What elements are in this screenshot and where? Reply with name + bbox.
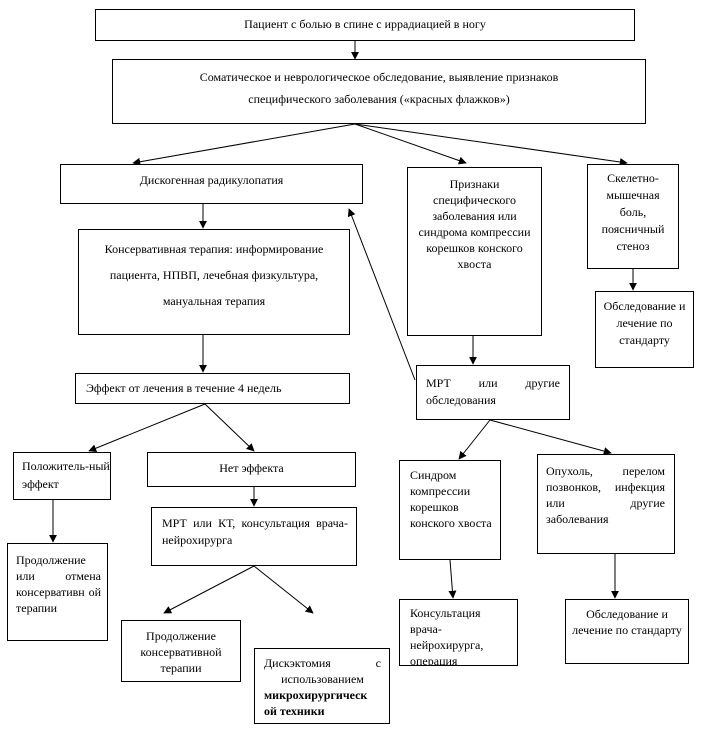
continue-conservative-text: Продолжение консервативной терапии <box>140 629 222 675</box>
standard-treatment-bottom-text: Обследование и лечение по стандарту <box>572 607 682 637</box>
specific-signs-text: Признаки специфического заболевания или … <box>418 177 531 271</box>
patient-box: Пациент с болью в спине с иррадиацией в … <box>95 9 635 41</box>
mri-other-box: МРТ или другие обследования <box>416 365 570 420</box>
neurosurgeon-consult-text: Консультация врача-нейрохирурга, операци… <box>410 606 484 666</box>
discectomy-box: Дискэктомия с использованием микрохирург… <box>254 648 390 724</box>
arrow-cauda-to-neurosurgeon <box>448 559 457 599</box>
arrow-effect-to-positive <box>88 403 206 453</box>
musculoskeletal-box: Скелетно-мышечная боль, поясничный стено… <box>587 164 679 269</box>
exam-text-line2: специфического заболевания («красных фла… <box>248 92 510 106</box>
effect-4-weeks-box: Эффект от лечения в течение 4 недель <box>75 373 350 404</box>
conservative-therapy-box: Консервативная терапия: информирование п… <box>78 229 350 335</box>
mri-other-text: МРТ или другие обследования <box>426 376 560 407</box>
continue-or-cancel-text: Продолжение или отмена консервативн ой т… <box>16 553 101 615</box>
standard-treatment-right-text: Обследование и лечение по стандарту <box>603 299 686 347</box>
musculoskeletal-text: Скелетно-мышечная боль, поясничный стено… <box>601 171 665 253</box>
continue-or-cancel-box: Продолжение или отмена консервативн ой т… <box>7 543 108 641</box>
discectomy-text-bold: микрохирургическ ой техники <box>264 688 368 718</box>
neurosurgeon-consult-box: Консультация врача-нейрохирурга, операци… <box>399 599 518 666</box>
standard-treatment-bottom-box: Обследование и лечение по стандарту <box>565 599 689 664</box>
tumor-text: Опухоль, перелом позвонков, инфекция или… <box>546 464 665 526</box>
mri-ct-box: МРТ или КТ, консультация врача-нейрохиру… <box>151 507 357 566</box>
effect-4-weeks-text: Эффект от лечения в течение 4 недель <box>86 381 282 395</box>
patient-text: Пациент с болью в спине с иррадиацией в … <box>244 17 486 31</box>
discectomy-text-line1: Дискэктомия с <box>264 656 381 670</box>
arrow-mri-other-to-cauda <box>458 419 491 460</box>
no-effect-text: Нет эффекта <box>219 461 284 475</box>
cauda-syndrome-text: Синдром компрессии корешков конского хво… <box>410 468 492 530</box>
specific-signs-box: Признаки специфического заболевания или … <box>407 167 542 336</box>
cauda-syndrome-box: Синдром компрессии корешков конского хво… <box>399 460 501 560</box>
conservative-therapy-text: Консервативная терапия: информирование п… <box>104 242 324 308</box>
arrow-mri-other-to-radiculopathy <box>347 208 416 381</box>
arrow-exam-to-radiculopathy <box>132 123 356 166</box>
arrow-effect-to-no-effect <box>204 403 255 452</box>
standard-treatment-right-box: Обследование и лечение по стандарту <box>595 291 694 368</box>
positive-effect-box: Положитель-ный эффект <box>13 452 111 500</box>
arrow-mri-ct-to-discectomy <box>253 565 314 614</box>
arrow-mri-ct-to-continue <box>163 565 255 614</box>
exam-text-line1: Соматическое и неврологическое обследова… <box>199 70 559 84</box>
radiculopathy-text: Дискогенная радикулопатия <box>139 173 284 187</box>
arrow-exam-to-musculoskeletal <box>354 123 628 166</box>
arrow-mri-other-to-tumor <box>489 419 612 455</box>
positive-effect-text: Положитель-ный эффект <box>22 459 110 491</box>
continue-conservative-box: Продолжение консервативной терапии <box>121 620 241 682</box>
radiculopathy-box: Дискогенная радикулопатия <box>60 164 363 204</box>
no-effect-box: Нет эффекта <box>147 452 356 487</box>
mri-ct-text: МРТ или КТ, консультация врача-нейрохиру… <box>162 516 348 547</box>
arrow-exam-to-specific <box>354 123 467 165</box>
exam-box: Соматическое и неврологическое обследова… <box>112 59 646 124</box>
discectomy-text-line2: использованием <box>281 672 364 686</box>
tumor-box: Опухоль, перелом позвонков, инфекция или… <box>537 454 675 554</box>
